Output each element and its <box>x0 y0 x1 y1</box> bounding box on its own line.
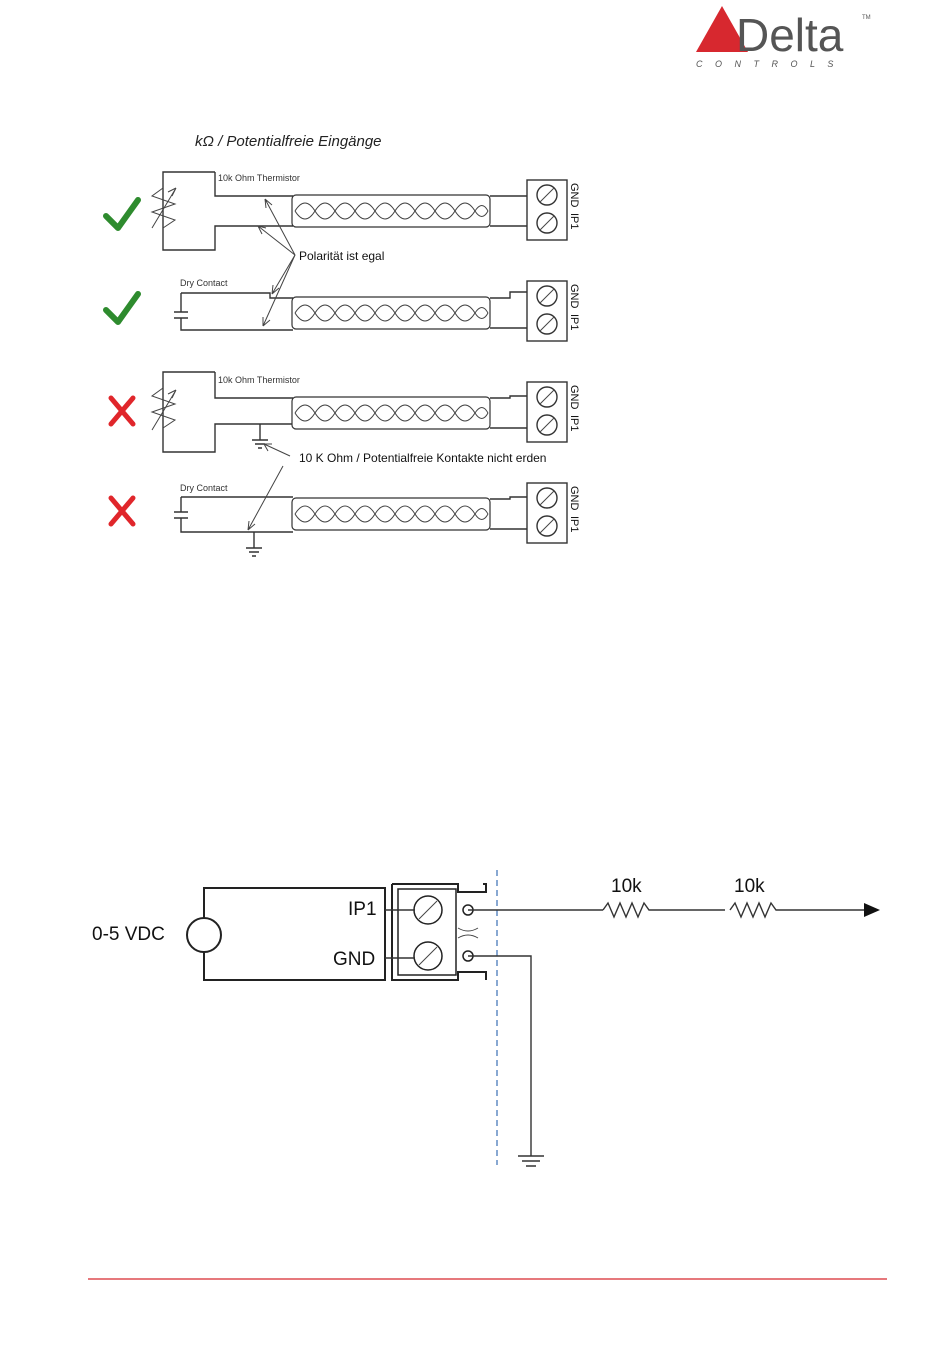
source-label: 0-5 VDC <box>92 924 165 945</box>
resistor-label: 10k <box>611 876 642 897</box>
signal-path: 10k 10k <box>468 876 880 917</box>
resistor-label: 10k <box>734 876 765 897</box>
arrow-icon <box>864 903 880 917</box>
ground-path <box>468 956 544 1166</box>
gnd-label: GND <box>333 949 375 970</box>
voltage-source-icon <box>187 918 221 952</box>
terminal-block-2 <box>385 884 486 980</box>
ip1-label: IP1 <box>348 899 377 920</box>
